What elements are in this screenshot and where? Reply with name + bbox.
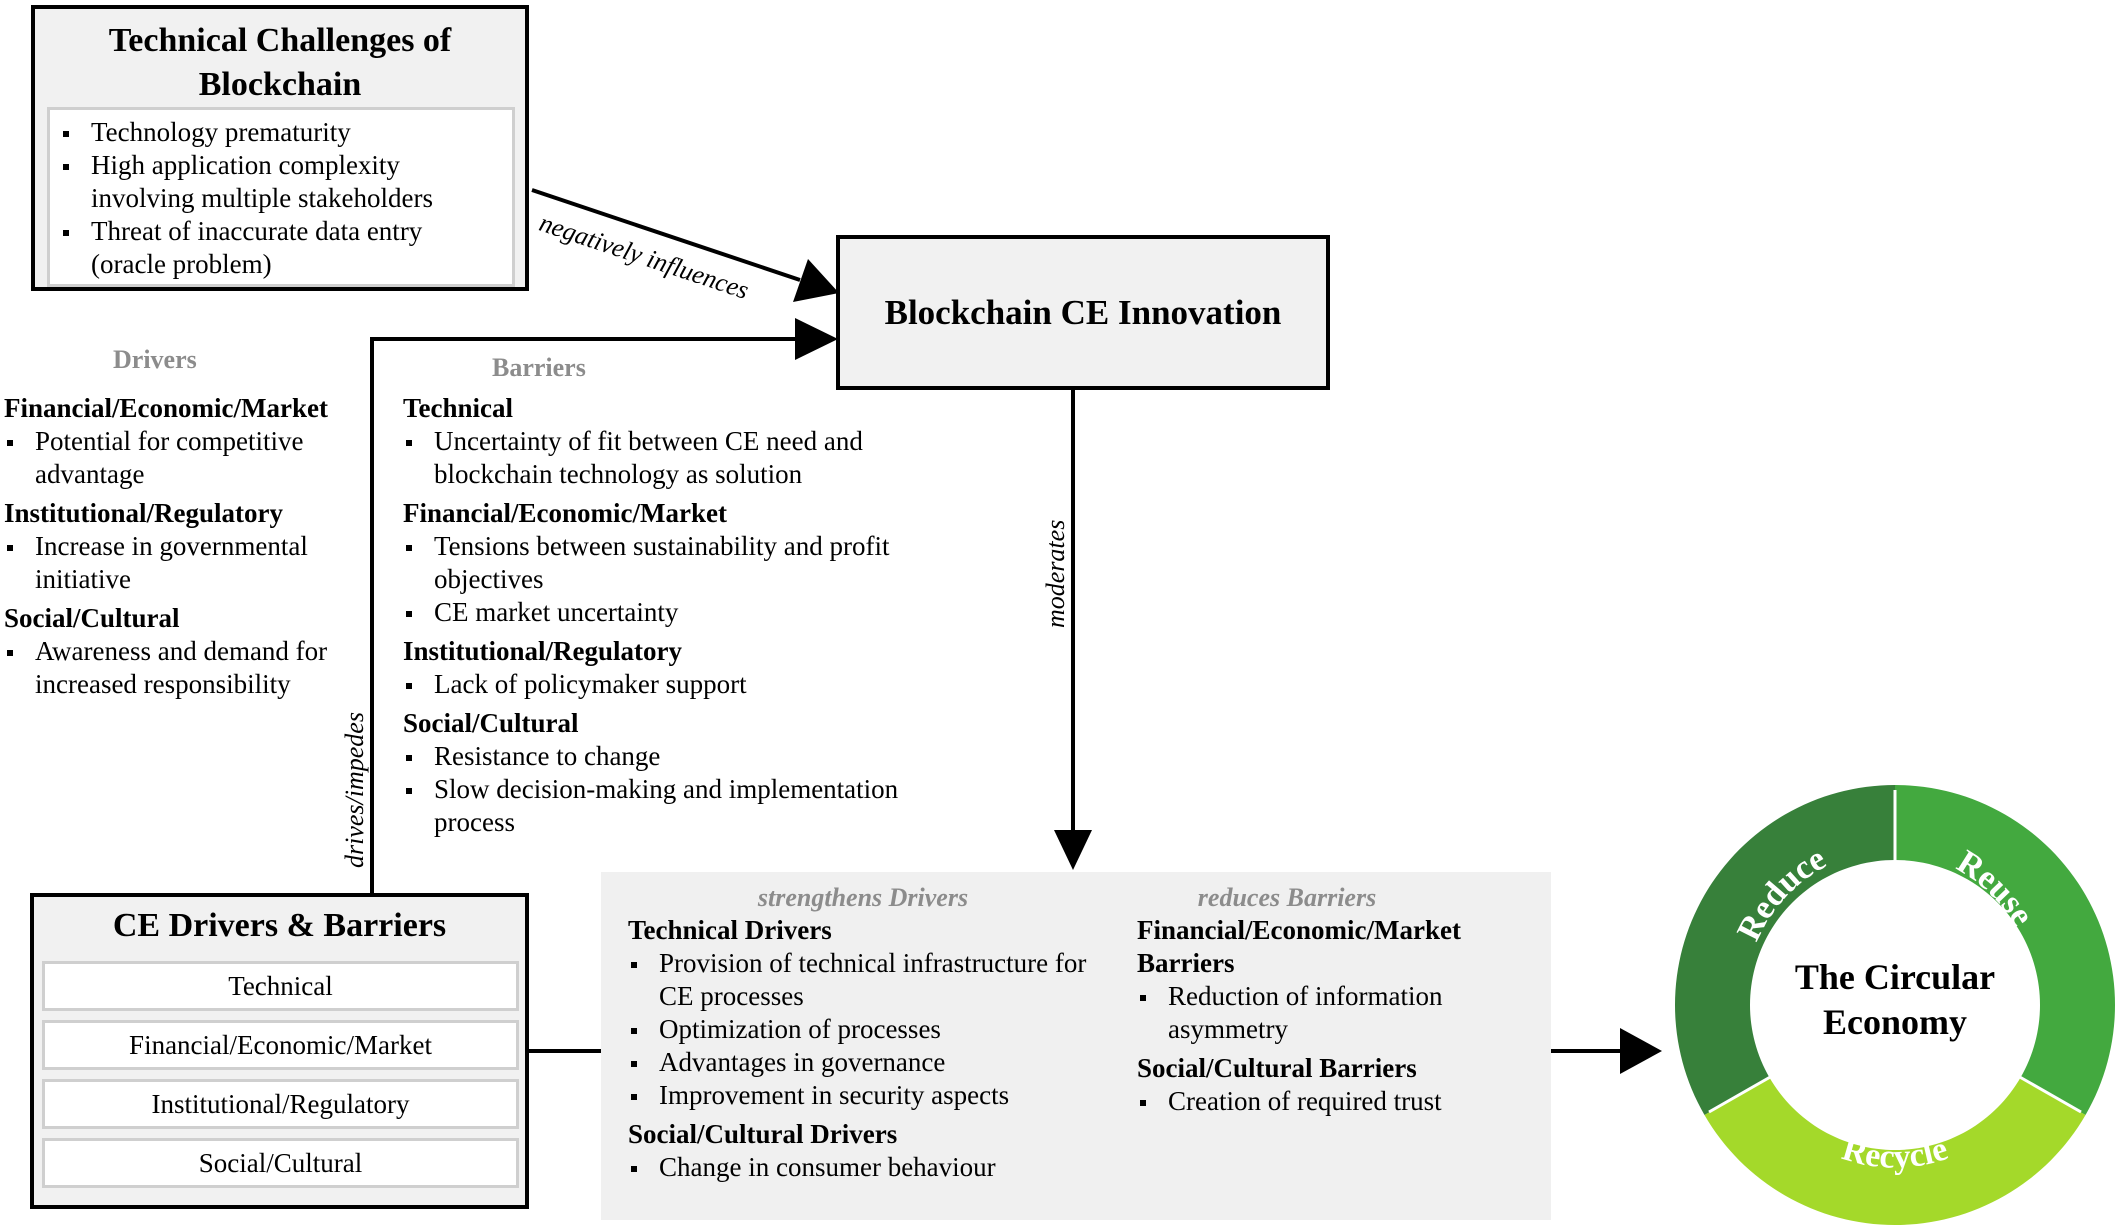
strengthens-drivers-section: strengthens Drivers Technical Drivers Pr… <box>628 882 1098 1184</box>
drivers-group-title: Financial/Economic/Market <box>4 393 328 423</box>
barriers-group-title: Social/Cultural <box>403 708 579 738</box>
strengthens-drivers-heading: strengthens Drivers <box>757 883 969 912</box>
ce-category-technical: Technical <box>42 961 519 1011</box>
drivers-group-title: Institutional/Regulatory <box>4 498 284 528</box>
list-item: Increase in governmental initiative <box>4 530 342 596</box>
ce-category-institutional: Institutional/Regulatory <box>42 1079 519 1129</box>
list-item: Tensions between sustainability and prof… <box>403 530 923 596</box>
blockchain-ce-innovation-title: Blockchain CE Innovation <box>884 293 1282 332</box>
barriers-group-items: Lack of policymaker support <box>403 668 923 701</box>
list-item: Resistance to change <box>403 740 923 773</box>
technical-challenges-list: Technology prematurity High application … <box>60 116 502 281</box>
negatively-influences-arrowhead <box>793 259 839 302</box>
list-item: Potential for competitive advantage <box>4 425 342 491</box>
moderates-label: moderates <box>1041 519 1070 628</box>
effects-group-title: Social/Cultural Drivers <box>628 1119 898 1149</box>
blockchain-effects-panel: strengthens Drivers Technical Drivers Pr… <box>601 872 1551 1220</box>
drivers-list: Financial/Economic/Market Potential for … <box>4 392 342 701</box>
drivers-group-items: Increase in governmental initiative <box>4 530 342 596</box>
ce-drivers-barriers-box: CE Drivers & Barriers Technical Financia… <box>30 893 529 1209</box>
barriers-group-title: Institutional/Regulatory <box>403 636 683 666</box>
list-item: Change in consumer behaviour <box>628 1151 1098 1184</box>
list-item: Reduction of information asymmetry <box>1137 980 1467 1046</box>
drivers-group-items: Potential for competitive advantage <box>4 425 342 491</box>
reduces-barriers-section: reduces Barriers Financial/Economic/Mark… <box>1137 882 1467 1118</box>
list-item: Improvement in security aspects <box>628 1079 1098 1112</box>
technical-challenges-title: Technical Challenges of Blockchain <box>108 22 452 103</box>
drivers-group-items: Awareness and demand for increased respo… <box>4 635 342 701</box>
effects-group-items: Provision of technical infrastructure fo… <box>628 947 1098 1112</box>
list-item: Uncertainty of fit between CE need and b… <box>403 425 923 491</box>
list-item: Lack of policymaker support <box>403 668 923 701</box>
effects-group-items: Creation of required trust <box>1137 1085 1497 1118</box>
effects-group-items: Reduction of information asymmetry <box>1137 980 1467 1046</box>
list-item: Awareness and demand for increased respo… <box>4 635 342 701</box>
segment-divider <box>1708 1074 1773 1114</box>
drives-impedes-label: drives/impedes <box>340 712 369 868</box>
blockchain-ce-innovation-box: Blockchain CE Innovation <box>836 235 1330 390</box>
drives-impedes-connector <box>370 337 795 893</box>
ce-category-social: Social/Cultural <box>42 1138 519 1188</box>
effects-group-title: Technical Drivers <box>628 915 832 945</box>
list-item: CE market uncertainty <box>403 596 923 629</box>
list-item: Optimization of processes <box>628 1013 1098 1046</box>
barriers-group-items: Tensions between sustainability and prof… <box>403 530 923 629</box>
drivers-heading: Drivers <box>113 345 197 374</box>
drivers-group-title: Social/Cultural <box>4 603 180 633</box>
effects-to-ce-arrowhead <box>1620 1028 1662 1074</box>
list-item: Advantages in governance <box>628 1046 1098 1079</box>
list-item: Creation of required trust <box>1137 1085 1497 1118</box>
reduce-segment <box>1675 785 1895 1115</box>
barriers-heading: Barriers <box>492 353 586 382</box>
effects-group-items: Change in consumer behaviour <box>628 1151 1098 1184</box>
list-item: Provision of technical infrastructure fo… <box>628 947 1098 1013</box>
recycle-segment <box>1704 1077 2086 1225</box>
ce-drivers-barriers-title: CE Drivers & Barriers <box>112 907 447 944</box>
technical-challenges-box: Technical Challenges of Blockchain Techn… <box>31 5 529 291</box>
drives-impedes-arrowhead <box>795 318 838 360</box>
reduces-barriers-heading: reduces Barriers <box>1197 883 1377 912</box>
barriers-group-items: Uncertainty of fit between CE need and b… <box>403 425 923 491</box>
negatively-influences-arrow-line <box>531 188 801 282</box>
barriers-list: Technical Uncertainty of fit between CE … <box>403 392 923 839</box>
circular-economy-ring: Reduce Reuse Recycle <box>1675 785 2115 1225</box>
effects-group-title: Financial/Economic/Market Barriers <box>1137 915 1461 978</box>
ce-category-financial: Financial/Economic/Market <box>42 1020 519 1070</box>
barriers-group-title: Financial/Economic/Market <box>403 498 727 528</box>
list-item: Slow decision-making and implementation … <box>403 773 923 839</box>
circular-economy-title: The Circular Economy <box>1794 957 1996 1042</box>
effects-group-title: Social/Cultural Barriers <box>1137 1053 1417 1083</box>
technical-challenges-list-box: Technology prematurity High application … <box>47 107 515 287</box>
moderates-arrowhead <box>1054 830 1092 870</box>
list-item: Technology prematurity <box>60 116 502 149</box>
list-item: High application complexity involving mu… <box>60 149 502 215</box>
barriers-group-items: Resistance to change Slow decision-makin… <box>403 740 923 839</box>
segment-divider <box>2017 1074 2082 1114</box>
recycle-label: Recycle <box>1838 1130 1952 1176</box>
reuse-segment <box>1895 785 2115 1115</box>
barriers-group-title: Technical <box>403 393 514 423</box>
list-item: Threat of inaccurate data entry (oracle … <box>60 215 502 281</box>
